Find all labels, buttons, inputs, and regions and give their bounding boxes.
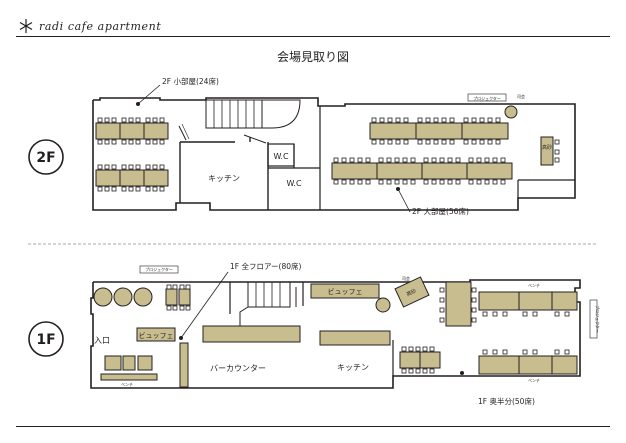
chairs-1f bbox=[166, 284, 570, 374]
leader-dot bbox=[179, 336, 183, 340]
table bbox=[551, 355, 578, 375]
head-table-1f bbox=[394, 276, 430, 308]
brand-name: radi cafe apartment bbox=[39, 19, 162, 33]
table bbox=[376, 162, 423, 180]
buffet-top-label: ビュッフェ bbox=[328, 287, 363, 296]
round-table bbox=[113, 287, 133, 307]
chair-row bbox=[371, 117, 501, 145]
podium-1f-label: 司会 bbox=[402, 275, 410, 281]
floor-badge-2f-text: 2F bbox=[36, 150, 55, 166]
table bbox=[461, 122, 509, 140]
table bbox=[122, 355, 136, 371]
table bbox=[518, 355, 553, 375]
floor-badge-2f bbox=[28, 139, 64, 175]
large-room-label: 2F 大部屋(56席) bbox=[412, 206, 469, 216]
table bbox=[478, 291, 520, 311]
leader-line bbox=[397, 188, 411, 213]
full-floor-label: 1F 全フロアー(80席) bbox=[230, 261, 301, 271]
leader-dot bbox=[396, 187, 400, 191]
bench-bottom-right-label: ベンチ bbox=[528, 378, 540, 383]
table bbox=[179, 342, 189, 388]
projector-1f-label: プロジェクター bbox=[145, 266, 173, 272]
head-table-2f-label: 高砂 bbox=[542, 144, 552, 151]
labels-1f: 1F 1F 全フロアー(80席) 1F 奥半分(50席) 入口 ビュッフェ ビュ… bbox=[28, 261, 601, 406]
podium-2f-label: 司会 bbox=[517, 93, 525, 99]
tables-1f bbox=[93, 276, 578, 388]
projector-1f bbox=[139, 265, 179, 274]
brand-logo: radi cafe apartment bbox=[18, 18, 161, 34]
buffet-table-top bbox=[310, 283, 380, 299]
buffet-left-label: ビュッフェ bbox=[139, 331, 174, 340]
head-table-2f bbox=[540, 136, 554, 166]
round-table bbox=[93, 287, 113, 307]
snowflake-logo-icon bbox=[19, 19, 33, 33]
kitchen-counter bbox=[319, 330, 391, 346]
stairs-2f bbox=[205, 99, 263, 129]
leader-dot bbox=[136, 102, 140, 106]
table bbox=[421, 162, 468, 180]
table bbox=[331, 162, 378, 180]
table bbox=[137, 355, 153, 371]
floor-badge-1f-text: 1F bbox=[36, 332, 55, 348]
wall-2f-outline bbox=[92, 97, 576, 211]
table bbox=[165, 288, 178, 306]
projector-1f-right-label: プロジェクター bbox=[595, 305, 601, 333]
header-rule bbox=[16, 36, 610, 37]
chairs-2f bbox=[97, 117, 560, 192]
stairs-1f bbox=[247, 281, 291, 308]
table bbox=[178, 288, 191, 306]
leader-line bbox=[180, 271, 229, 339]
bar-counter-label: バーカウンター bbox=[210, 364, 266, 373]
projector-1f-right bbox=[589, 299, 598, 339]
back-half-label: 1F 奥半分(50席) bbox=[478, 396, 535, 406]
leader-line bbox=[137, 84, 161, 105]
kitchen-2f-label: キッチン bbox=[208, 174, 240, 183]
chair-row bbox=[97, 117, 165, 192]
table bbox=[143, 169, 169, 187]
podium-1f bbox=[375, 297, 391, 313]
table bbox=[478, 355, 520, 375]
table bbox=[95, 122, 121, 140]
projector-2f bbox=[467, 93, 507, 102]
table bbox=[143, 122, 169, 140]
bench-top-right-label: ベンチ bbox=[528, 283, 540, 288]
bench-bottom-left bbox=[100, 373, 158, 381]
head-table-1f-label: 高砂 bbox=[405, 287, 417, 298]
kitchen-1f-label: キッチン bbox=[337, 363, 369, 372]
table bbox=[466, 162, 513, 180]
round-table bbox=[133, 287, 153, 307]
table bbox=[104, 355, 122, 371]
table bbox=[551, 291, 578, 311]
tables-2f bbox=[95, 122, 554, 187]
table bbox=[415, 122, 463, 140]
table bbox=[119, 169, 145, 187]
bench-bottom-left-label: ベンチ bbox=[121, 382, 133, 387]
entrance-label: 入口 bbox=[94, 336, 110, 345]
table bbox=[399, 351, 421, 369]
table bbox=[445, 281, 472, 327]
page-title: 会場見取り図 bbox=[277, 50, 349, 64]
table bbox=[419, 351, 441, 369]
leader-dot bbox=[460, 371, 464, 375]
table bbox=[369, 122, 417, 140]
floor-1f-plan bbox=[90, 279, 581, 389]
table bbox=[518, 291, 553, 311]
table bbox=[119, 122, 145, 140]
wc-2f-upper-label: W.C bbox=[273, 152, 289, 161]
bar-counter-top bbox=[202, 325, 301, 343]
floor-2f-plan bbox=[92, 97, 576, 211]
podium-2f bbox=[504, 105, 518, 119]
labels-2f: 2F 2F 小部屋(24席) 2F 大部屋(56席) キッチン W.C W.C … bbox=[28, 76, 552, 216]
footer-rule bbox=[16, 426, 610, 427]
chair-row bbox=[333, 157, 506, 185]
wc-2f-lower-label: W.C bbox=[286, 179, 302, 188]
buffet-table-left bbox=[136, 327, 176, 342]
projector-2f-label: プロジェクター bbox=[473, 95, 501, 101]
small-room-label: 2F 小部屋(24席) bbox=[162, 76, 219, 86]
floor-badge-1f bbox=[28, 321, 64, 357]
table bbox=[95, 169, 121, 187]
